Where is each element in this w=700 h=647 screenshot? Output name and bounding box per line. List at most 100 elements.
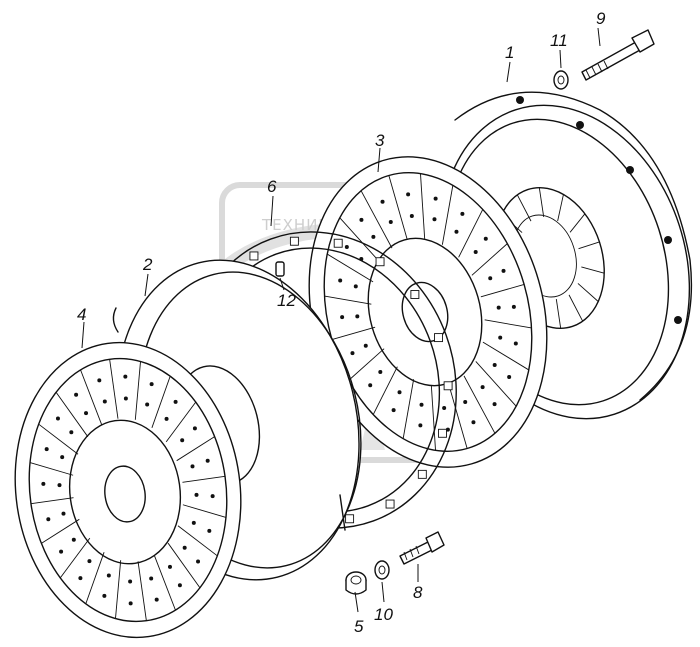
rivet-hole [102, 399, 107, 404]
rivet-hole [192, 426, 197, 431]
ring-tab [289, 236, 299, 246]
rivet-hole [46, 517, 51, 522]
diaphragm-finger [555, 298, 562, 329]
callout-5: 5 [354, 617, 364, 636]
diaphragm-finger [581, 266, 605, 274]
rivet-hole [149, 382, 154, 387]
rivet-hole [57, 483, 62, 488]
rivet-hole [371, 234, 376, 239]
disc-segment-line [482, 341, 530, 371]
disc-segment-line [41, 518, 80, 544]
rivet-hole [391, 408, 396, 413]
disc-segment-line [448, 383, 468, 449]
disc-segment-line [177, 525, 218, 557]
rivet-hole [123, 396, 128, 401]
part-5-bushing [345, 571, 367, 595]
rivet-hole [380, 199, 385, 204]
rivet-hole [442, 406, 447, 411]
rivet-hole [350, 351, 355, 356]
disc-segment-line [29, 462, 74, 476]
callout-11: 11 [550, 31, 568, 50]
part-8-bolt [399, 531, 445, 565]
disc-segment-line [388, 175, 408, 241]
ring-tab [249, 251, 259, 261]
disc-segment-line [372, 366, 398, 415]
disc-segment-line [441, 185, 454, 245]
rivet-hole [123, 374, 128, 379]
rivet-hole [44, 447, 49, 452]
rivet-hole [207, 528, 212, 533]
rivet-hole [498, 335, 503, 340]
leader-lines [81, 27, 601, 613]
rivet-hole [359, 217, 364, 222]
disc-segment-line [471, 243, 508, 276]
disc-segment-line [80, 369, 103, 425]
rivet-hole [454, 229, 459, 234]
rivet-hole [102, 593, 107, 598]
disc-segment-line [430, 385, 436, 451]
rivet-hole [418, 423, 423, 428]
rivet-hole [355, 314, 360, 319]
disc-segment-line [153, 555, 176, 611]
callout-1: 1 [505, 43, 514, 62]
rivet-hole [182, 545, 187, 550]
rivet-hole [492, 362, 497, 367]
rivet-hole [397, 390, 402, 395]
diaphragm-finger [568, 294, 584, 322]
rivet-hole [340, 315, 345, 320]
callout-4: 4 [77, 305, 86, 324]
rivet-hole [154, 597, 159, 602]
diaphragm-finger [578, 241, 600, 250]
disc-segment-line [324, 295, 372, 305]
ring-tab [443, 381, 453, 391]
ring-tab [410, 290, 420, 299]
rivet-hole [433, 196, 438, 201]
rivet-hole [177, 583, 182, 588]
disc-segment-line [475, 361, 517, 407]
rivet-hole [210, 494, 215, 499]
rivet-hole [87, 559, 92, 564]
ring-tab [438, 428, 447, 438]
rivet-hole [84, 411, 89, 416]
diaphragm-finger [569, 213, 586, 233]
disc-segment-line [480, 284, 525, 298]
rivet-hole [60, 455, 65, 460]
diaphragm-finger [557, 194, 564, 222]
callout-8: 8 [413, 583, 423, 602]
rivet-hole [41, 481, 46, 486]
rivet-hole [191, 520, 196, 525]
part-10-washer [374, 560, 390, 580]
diaphragm-finger [516, 194, 532, 222]
rivet-hole [483, 236, 488, 241]
callout-9: 9 [596, 9, 606, 28]
disc-segment-line [151, 376, 171, 428]
rivet-hole [353, 284, 358, 289]
disc-segment-line [484, 319, 532, 329]
disc-segment-line [109, 359, 119, 419]
rivet-hole [378, 369, 383, 374]
ring-tab [375, 257, 385, 267]
callout-2: 2 [142, 255, 153, 274]
rivet-hole [106, 573, 111, 578]
disc-segment-line [331, 326, 376, 340]
part-12-pin [275, 261, 285, 277]
rivet-hole [409, 213, 414, 218]
rivet-hole [463, 400, 468, 405]
disc-segment-line [182, 475, 226, 483]
rivet-hole [511, 304, 516, 309]
rivet-hole [145, 402, 150, 407]
diaphragm-finger [577, 283, 599, 302]
rivet-hole [205, 458, 210, 463]
rivet-hole [164, 416, 169, 421]
disc-segment-line [134, 361, 141, 420]
rivet-hole [180, 438, 185, 443]
rivet-hole [501, 268, 506, 273]
rivet-hole [496, 305, 501, 310]
rivet-hole [368, 383, 373, 388]
rivet-hole [173, 399, 178, 404]
rivet-hole [471, 420, 476, 425]
rivet-hole [460, 211, 465, 216]
rivet-hole [363, 343, 368, 348]
disc-segment-line [167, 542, 201, 588]
rivet-hole [492, 402, 497, 407]
